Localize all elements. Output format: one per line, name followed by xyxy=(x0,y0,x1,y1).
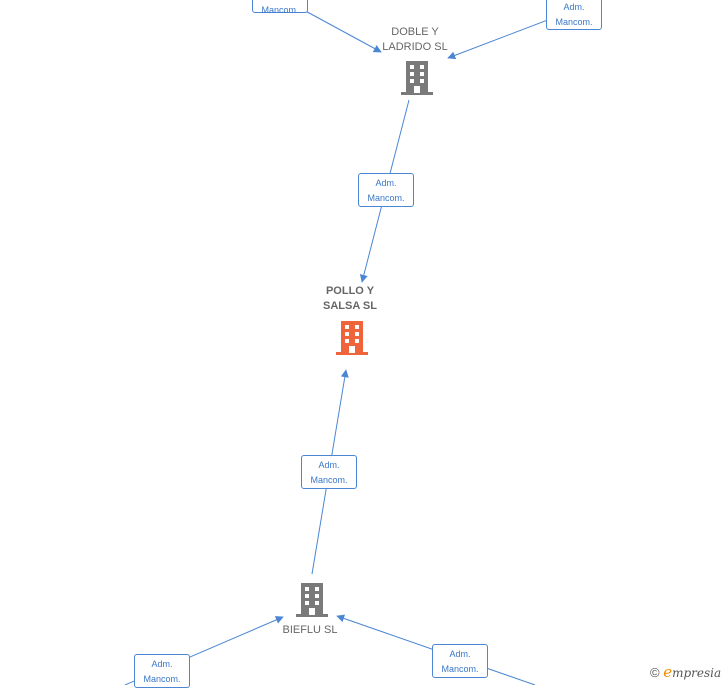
building-icon[interactable] xyxy=(295,582,329,618)
edge-line-top-left xyxy=(299,7,382,53)
edge-label-top-right[interactable]: Adm. Mancom. xyxy=(546,0,602,30)
edge-label-doble-to-pollo[interactable]: Adm. Mancom. xyxy=(358,173,414,207)
node-label-bieflu[interactable]: BIEFLU SL xyxy=(282,624,338,636)
node-label-pollo-y-salsa[interactable]: POLLO Y SALSA SL xyxy=(323,285,377,312)
edge-label-top-left[interactable]: Adm. Mancom. xyxy=(252,0,308,15)
copyright-icon: © xyxy=(650,665,660,680)
brand-logo-e: e xyxy=(663,663,673,681)
node-label-doble-y-ladrido[interactable]: DOBLE Y LADRIDO SL xyxy=(382,26,448,53)
building-icon-main[interactable] xyxy=(335,320,369,356)
edge-label-bieflu-to-pollo[interactable]: Adm. Mancom. xyxy=(301,455,357,489)
edge-label-bottom-right[interactable]: Adm. Mancom. xyxy=(432,644,488,678)
building-icon[interactable] xyxy=(400,60,434,96)
edge-label-bottom-left[interactable]: Adm. Mancom. xyxy=(134,654,190,688)
brand-logo-text: mpresia xyxy=(672,666,722,680)
brand-watermark: © empresia xyxy=(650,663,721,681)
